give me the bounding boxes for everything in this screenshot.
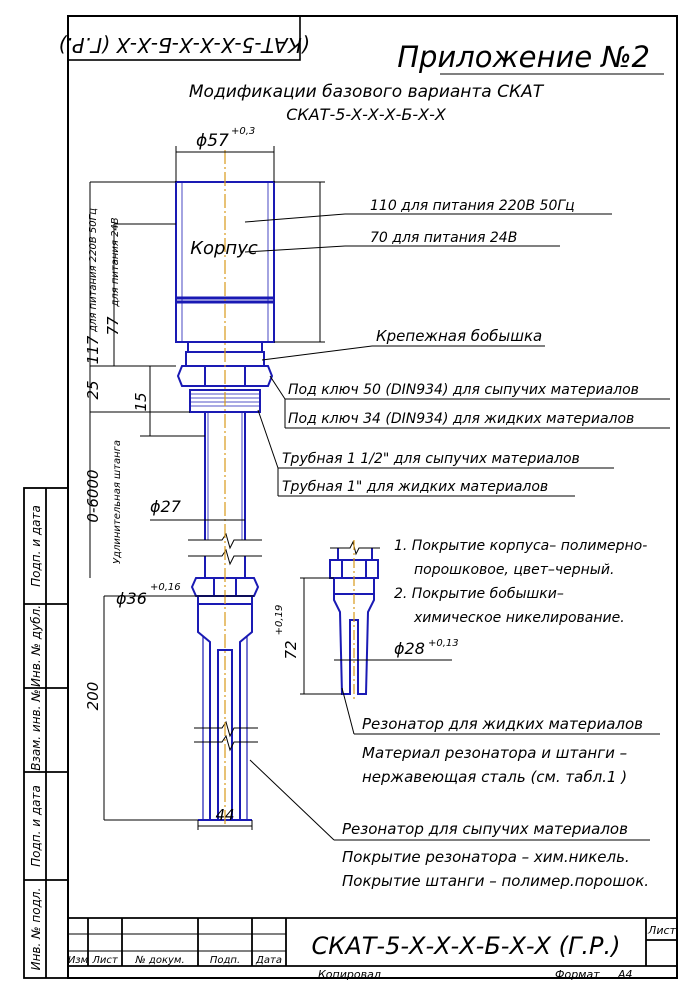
callout-power-24: 70 для питания 24В <box>370 230 517 246</box>
side-label-dup-inv: Инв. № дубл. <box>29 605 43 687</box>
note-coating-2b: химическое никелирование. <box>413 610 625 626</box>
note-coating-2a: 2. Покрытие бобышки– <box>394 586 564 602</box>
dim-d28: ϕ28 <box>394 639 425 658</box>
top-stamp: (КАТ-5-Х-Х-Х-Б-Х-Х (Г.Р.) <box>58 33 309 57</box>
dim-d36: ϕ36 <box>116 589 147 608</box>
col-date: Дата <box>255 955 282 966</box>
dim-h15: 15 <box>132 392 150 411</box>
dim-h117-note: для питания 220В 50Гц <box>88 208 99 333</box>
col-list: Лист <box>91 955 119 966</box>
col-izm: Изм <box>68 955 89 966</box>
side-label-orig-inv: Инв. № подл. <box>29 888 43 971</box>
dim-d57: ϕ57 <box>196 131 229 151</box>
callout-material-a: Материал резонатора и штанги – <box>362 744 627 762</box>
callout-material-b: нержавеющая сталь (см. табл.1 ) <box>362 768 627 786</box>
note-coating-1b: порошковое, цвет–черный. <box>414 562 614 578</box>
side-label-sign-date: Подп. и дата <box>29 505 43 587</box>
dim-h200: 200 <box>84 682 102 711</box>
title-block-sheet: Лист <box>647 924 676 937</box>
callout-cover-b: Покрытие штанги – полимер.порошок. <box>342 872 649 890</box>
dim-h72: 72 <box>282 640 300 659</box>
callout-pipe-1: Трубная 1" для жидких материалов <box>282 479 548 495</box>
callout-key34: Под ключ 34 (DIN934) для жидких материал… <box>288 411 634 427</box>
dimension-lines <box>89 146 452 830</box>
side-strip <box>23 487 69 979</box>
format-label: Формат <box>555 968 600 981</box>
col-sign: Подп. <box>210 955 240 966</box>
model-code: СКАТ-5-Х-Х-Х-Б-Х-Х <box>286 105 447 124</box>
callout-pipe-1-5: Трубная 1 1/2" для сыпучих материалов <box>282 451 580 467</box>
dim-d27: ϕ27 <box>150 497 182 516</box>
side-label-repl-inv: Взам. инв. № <box>29 689 43 770</box>
dim-d57-tol: +0,3 <box>231 126 255 137</box>
side-label-sign-date-2: Подп. и дата <box>29 785 43 867</box>
subtitle: Модификации базового варианта СКАТ <box>189 82 545 102</box>
dim-h117: 117 <box>84 335 102 364</box>
leader-lines <box>244 213 670 841</box>
dim-h6000-note: Удлинительная штанга <box>112 440 123 564</box>
col-doc: № докум. <box>134 955 184 966</box>
title-block-designation: СКАТ-5-Х-Х-Х-Б-Х-Х (Г.Р.) <box>312 932 621 960</box>
dim-h72-tol: +0,19 <box>274 605 285 636</box>
callout-cover-a: Покрытие резонатора – хим.никель. <box>342 848 630 866</box>
callout-res-liquid: Резонатор для жидких материалов <box>362 715 643 733</box>
copied-label: Копировал <box>318 968 381 981</box>
dim-d36-tol: +0,16 <box>150 582 181 593</box>
dim-h6000: 0-6000 <box>84 469 102 522</box>
dim-h25: 25 <box>84 380 102 399</box>
dim-h77-note: для питания 24В <box>110 217 121 307</box>
callout-key50: Под ключ 50 (DIN934) для сыпучих материа… <box>288 382 639 398</box>
callout-boss: Крепежная бобышка <box>376 327 542 345</box>
title-block <box>68 917 677 967</box>
format-value: А4 <box>617 968 633 981</box>
housing-label: Корпус <box>190 238 258 259</box>
note-coating-1a: 1. Покрытие корпуса– полимерно- <box>394 538 647 554</box>
dim-d28-tol: +0,13 <box>428 638 459 649</box>
appendix-title: Приложение №2 <box>397 40 650 74</box>
dim-w44: 44 <box>215 806 234 824</box>
break-marks <box>188 532 262 752</box>
dim-h77: 77 <box>104 316 122 336</box>
callout-res-bulk: Резонатор для сыпучих материалов <box>342 820 628 838</box>
callout-power-220: 110 для питания 220В 50Гц <box>370 198 575 214</box>
